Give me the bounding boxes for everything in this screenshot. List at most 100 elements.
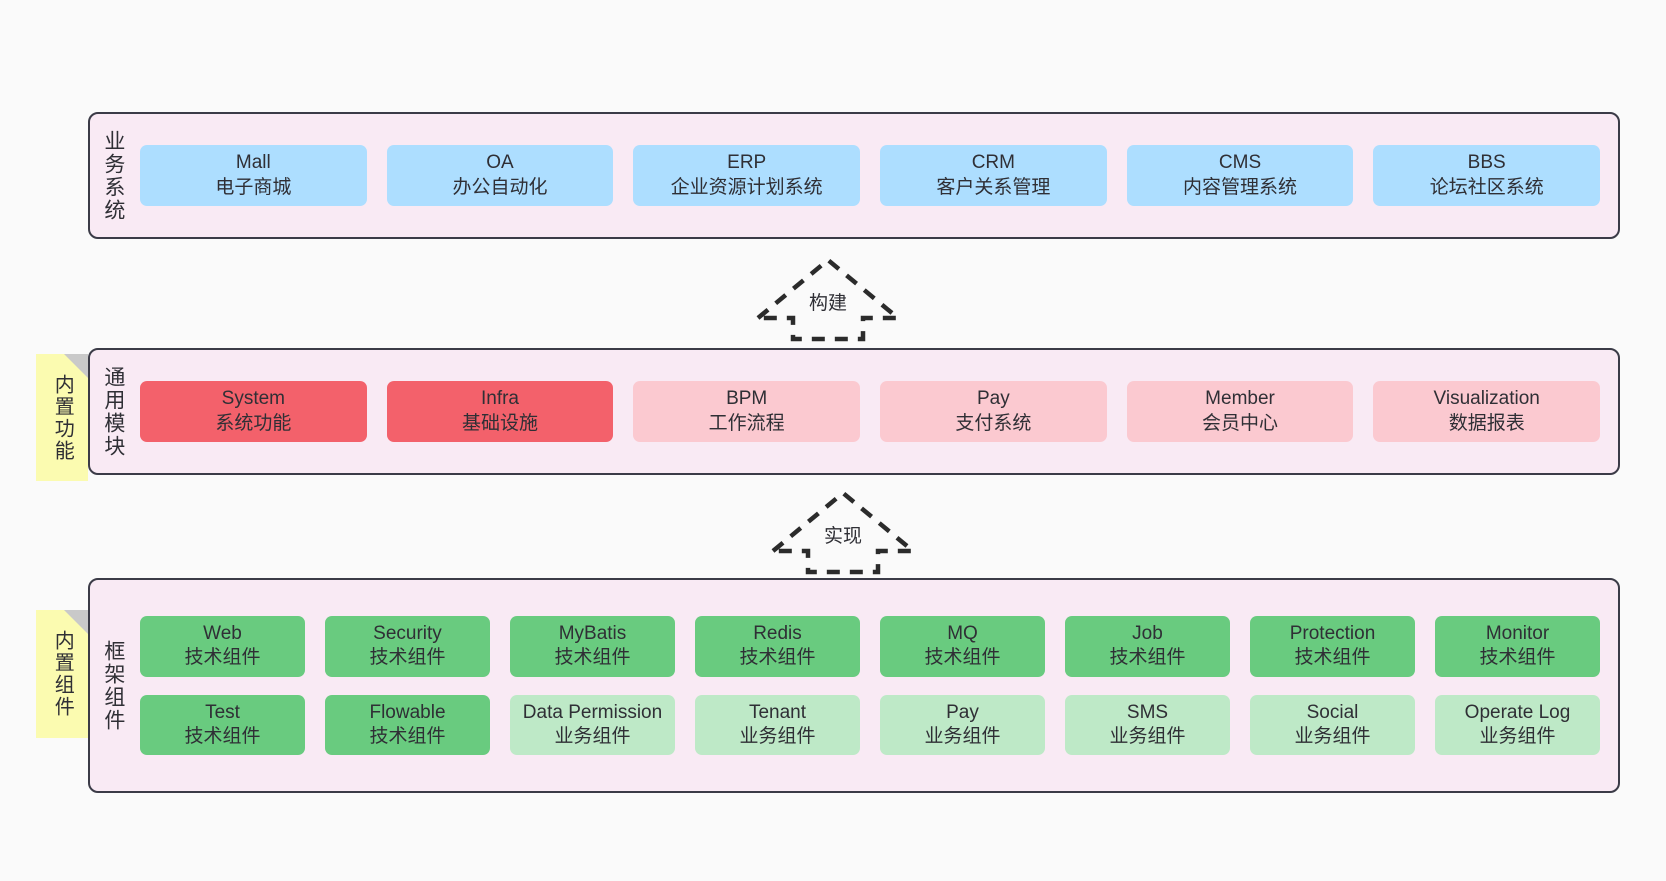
node-bpm[interactable]: BPM 工作流程 xyxy=(633,381,861,442)
note-fold-corner-icon xyxy=(64,610,88,634)
node-subtitle: 支付系统 xyxy=(955,412,1032,434)
node-title: Job xyxy=(1132,622,1163,644)
arrow-implement-outline xyxy=(770,490,916,575)
node-title: Monitor xyxy=(1485,622,1550,644)
node-title: BBS xyxy=(1467,152,1506,174)
node-erp[interactable]: ERP 企业资源计划系统 xyxy=(633,145,861,206)
node-subtitle: 技术组件 xyxy=(369,725,446,747)
layer-title-business-systems: 业务系统 xyxy=(101,129,125,222)
node-subtitle: 技术组件 xyxy=(184,725,261,747)
node-row: System 系统功能 Infra 基础设施 BPM 工作流程 Pay 支付系统… xyxy=(140,381,1601,442)
node-title: OA xyxy=(486,152,514,174)
node-subtitle: 基础设施 xyxy=(462,412,539,434)
node-monitor[interactable]: Monitor 技术组件 xyxy=(1435,615,1600,677)
node-title: Member xyxy=(1205,388,1275,410)
node-subtitle: 办公自动化 xyxy=(452,176,548,198)
node-title: Data Permission xyxy=(522,701,663,723)
node-tenant[interactable]: Tenant 业务组件 xyxy=(695,694,860,756)
node-title: CMS xyxy=(1218,152,1262,174)
node-title: System xyxy=(221,388,286,410)
node-mall[interactable]: Mall 电子商城 xyxy=(140,145,367,206)
node-title: Test xyxy=(205,701,240,723)
arrow-implement: 实现 xyxy=(770,489,916,575)
node-member[interactable]: Member 会员中心 xyxy=(1126,381,1354,442)
arrow-build-outline xyxy=(755,257,901,342)
node-security[interactable]: Security 技术组件 xyxy=(325,615,490,677)
node-subtitle: 数据报表 xyxy=(1448,412,1525,434)
node-web[interactable]: Web 技术组件 xyxy=(140,615,305,677)
node-title: ERP xyxy=(727,152,767,174)
layer-body-business-systems: Mall 电子商城 OA 办公自动化 ERP 企业资源计划系统 CRM 客户关系… xyxy=(136,114,1618,237)
node-title: Security xyxy=(373,622,442,644)
node-subtitle: 业务组件 xyxy=(1294,725,1371,747)
note-label: 内置功能 xyxy=(51,373,74,462)
node-protection[interactable]: Protection 技术组件 xyxy=(1250,615,1415,677)
node-subtitle: 会员中心 xyxy=(1202,412,1279,434)
node-system[interactable]: System 系统功能 xyxy=(140,381,367,442)
node-test[interactable]: Test 技术组件 xyxy=(140,694,305,756)
node-subtitle: 技术组件 xyxy=(554,647,631,669)
node-subtitle: 内容管理系统 xyxy=(1183,176,1298,198)
node-visualization[interactable]: Visualization 数据报表 xyxy=(1373,381,1601,442)
node-bbs[interactable]: BBS 论坛社区系统 xyxy=(1373,145,1601,206)
node-operate-log[interactable]: Operate Log 业务组件 xyxy=(1435,694,1600,756)
node-job[interactable]: Job 技术组件 xyxy=(1065,615,1230,677)
node-subtitle: 工作流程 xyxy=(708,412,785,434)
node-title: Mall xyxy=(235,152,271,174)
arrow-build-label: 构建 xyxy=(808,293,847,314)
node-title: Infra xyxy=(480,388,520,410)
node-subtitle: 业务组件 xyxy=(1479,725,1556,747)
node-title: MQ xyxy=(947,622,978,644)
node-subtitle: 技术组件 xyxy=(1109,647,1186,669)
node-mybatis[interactable]: MyBatis 技术组件 xyxy=(510,615,675,677)
note-builtin-features: 内置功能 xyxy=(36,354,88,481)
node-oa[interactable]: OA 办公自动化 xyxy=(386,145,614,206)
node-title: Tenant xyxy=(748,701,807,723)
node-subtitle: 客户关系管理 xyxy=(936,176,1051,198)
node-title: SMS xyxy=(1126,701,1169,723)
node-infra[interactable]: Infra 基础设施 xyxy=(386,381,614,442)
layer-business-systems: 业务系统 Mall 电子商城 OA 办公自动化 ERP 企业资源计划系统 CRM… xyxy=(88,112,1620,239)
node-title: Protection xyxy=(1289,622,1376,644)
node-row: Mall 电子商城 OA 办公自动化 ERP 企业资源计划系统 CRM 客户关系… xyxy=(140,145,1601,206)
node-mq[interactable]: MQ 技术组件 xyxy=(880,615,1045,677)
node-title: Pay xyxy=(946,701,979,723)
node-subtitle: 技术组件 xyxy=(184,647,261,669)
node-redis[interactable]: Redis 技术组件 xyxy=(695,615,860,677)
node-subtitle: 技术组件 xyxy=(369,647,446,669)
node-pay[interactable]: Pay 支付系统 xyxy=(880,381,1107,442)
node-subtitle: 电子商城 xyxy=(215,176,292,198)
note-builtin-components: 内置组件 xyxy=(36,610,88,738)
node-flowable[interactable]: Flowable 技术组件 xyxy=(325,694,490,756)
node-title: Pay xyxy=(976,388,1010,410)
note-fold-corner-icon xyxy=(64,354,88,378)
node-title: Flowable xyxy=(369,701,446,723)
node-cms[interactable]: CMS 内容管理系统 xyxy=(1126,145,1354,206)
node-crm[interactable]: CRM 客户关系管理 xyxy=(880,145,1107,206)
node-subtitle: 业务组件 xyxy=(924,725,1001,747)
node-subtitle: 技术组件 xyxy=(1294,647,1371,669)
node-row: Test 技术组件 Flowable 技术组件 Data Permission … xyxy=(140,694,1600,756)
node-subtitle: 业务组件 xyxy=(554,725,631,747)
node-subtitle: 系统功能 xyxy=(215,412,292,434)
node-title: Web xyxy=(203,622,242,644)
node-subtitle: 技术组件 xyxy=(924,647,1001,669)
node-sms[interactable]: SMS 业务组件 xyxy=(1065,694,1230,756)
node-subtitle: 技术组件 xyxy=(739,647,816,669)
node-subtitle: 论坛社区系统 xyxy=(1429,176,1544,198)
layer-common-modules: 通用模块 System 系统功能 Infra 基础设施 BPM 工作流程 Pay… xyxy=(88,348,1620,475)
node-subtitle: 业务组件 xyxy=(739,725,816,747)
node-title: Operate Log xyxy=(1464,701,1571,723)
node-title: Redis xyxy=(753,622,802,644)
node-title: MyBatis xyxy=(558,622,627,644)
node-social[interactable]: Social 业务组件 xyxy=(1250,694,1415,756)
node-subtitle: 技术组件 xyxy=(1479,647,1556,669)
layer-title-framework-components: 框架组件 xyxy=(101,639,125,732)
note-label: 内置组件 xyxy=(51,630,74,718)
layer-framework-components: 框架组件 Web 技术组件 Security 技术组件 MyBatis 技术组件… xyxy=(88,578,1620,793)
node-pay-business[interactable]: Pay 业务组件 xyxy=(880,694,1045,756)
node-title: Social xyxy=(1306,701,1359,723)
node-data-permission[interactable]: Data Permission 业务组件 xyxy=(510,694,675,756)
node-subtitle: 业务组件 xyxy=(1109,725,1186,747)
arrow-implement-label: 实现 xyxy=(823,526,862,547)
